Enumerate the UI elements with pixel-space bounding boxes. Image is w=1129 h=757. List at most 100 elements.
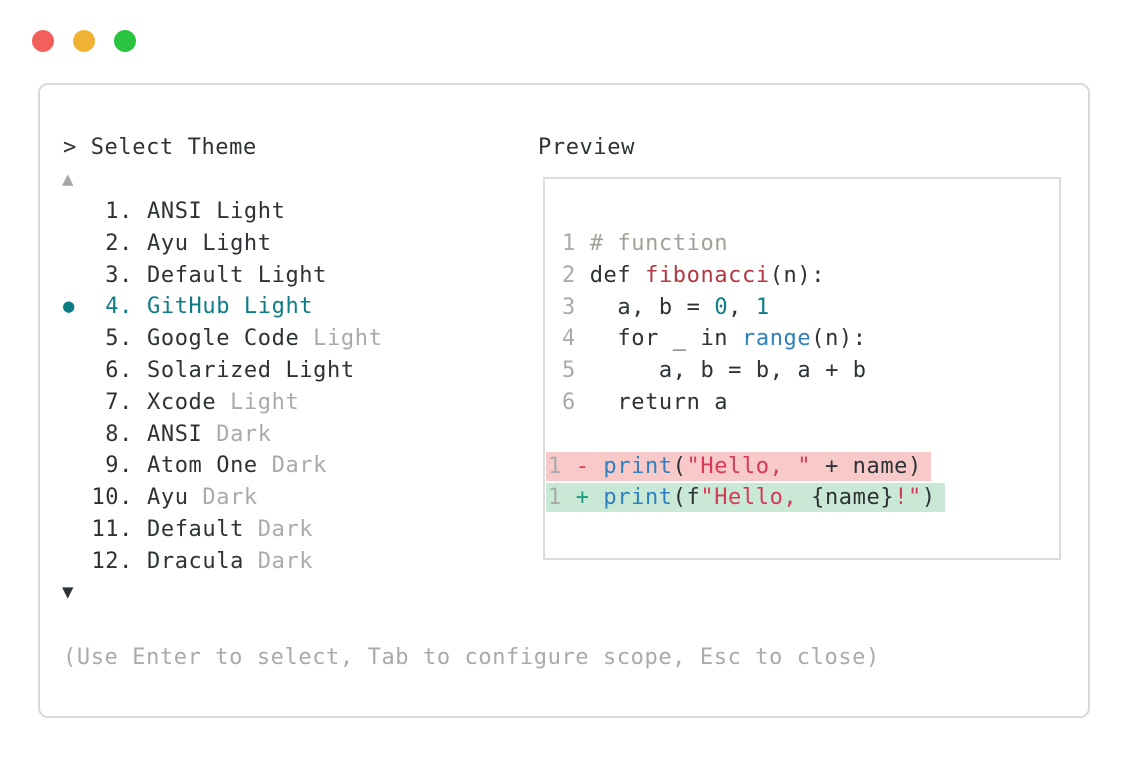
scroll-down-icon[interactable]: ▼ <box>62 581 75 603</box>
code-token-lnum: 1 <box>548 453 576 479</box>
code-token-fg: + name) <box>811 453 922 479</box>
theme-item-label: Solarized Light <box>147 357 355 383</box>
code-token-fg: ( <box>672 453 687 479</box>
code-token-num: 1 <box>755 294 770 320</box>
code-token-str: !" <box>894 485 922 511</box>
marker-spacer <box>63 387 91 419</box>
diff-highlight: 1 - print("Hello, " + name) <box>546 451 931 481</box>
theme-list-item[interactable]: 8. ANSI Dark <box>63 419 382 451</box>
theme-item-number: 5. <box>105 326 133 352</box>
theme-item-number: 7. <box>105 389 133 415</box>
theme-item-label: Xcode Light <box>147 389 300 415</box>
theme-list-item[interactable]: 2. Ayu Light <box>63 228 382 260</box>
theme-item-number: 6. <box>105 357 133 383</box>
code-token-lnum: 4 <box>562 326 590 352</box>
theme-item-number: 10. <box>91 485 133 511</box>
close-button[interactable] <box>32 30 54 52</box>
code-line: 5 a, b = b, a + b <box>562 355 1059 387</box>
code-token-num: 0 <box>714 294 729 320</box>
maximize-button[interactable] <box>114 30 136 52</box>
code-token-fg: ) <box>921 485 936 511</box>
theme-list-item[interactable]: 3. Default Light <box>63 260 382 292</box>
code-line: 6 return a <box>562 387 1059 419</box>
code-token-fg: a, b = <box>589 294 715 320</box>
code-token-func: fibonacci <box>645 262 770 288</box>
code-token-lnum: 1 <box>562 231 590 256</box>
theme-item-variant: Light <box>313 326 383 352</box>
theme-item-label: Dracula Dark <box>147 548 314 574</box>
theme-list-item[interactable]: 12. Dracula Dark <box>63 546 382 578</box>
marker-spacer <box>63 260 91 292</box>
code-token-str: "Hello, " <box>686 453 812 479</box>
marker-spacer <box>63 196 91 228</box>
code-token-blue: print <box>603 485 673 511</box>
marker-spacer <box>63 228 91 260</box>
selected-marker-icon: ● <box>63 295 76 318</box>
theme-item-number: 11. <box>91 516 133 542</box>
marker-spacer <box>63 355 91 387</box>
theme-item-label: ANSI Dark <box>147 421 272 447</box>
marker-spacer <box>63 482 91 514</box>
code-token-lnum: 3 <box>562 294 590 320</box>
theme-item-variant: Dark <box>271 453 327 479</box>
code-token-comment: # function <box>589 231 729 256</box>
minimize-button[interactable] <box>73 30 95 52</box>
theme-item-variant: Dark <box>202 485 258 511</box>
code-token-fg: (n): <box>769 262 826 288</box>
scroll-up-icon[interactable]: ▲ <box>62 168 75 190</box>
theme-list-item[interactable]: 6. Solarized Light <box>63 355 382 387</box>
theme-item-label: Google Code Light <box>147 326 383 352</box>
code-line <box>562 419 1059 451</box>
theme-item-label: Ayu Light <box>147 230 272 256</box>
marker-spacer <box>63 323 91 355</box>
theme-item-variant: Dark <box>257 548 314 574</box>
theme-item-label: Ayu Dark <box>147 485 258 511</box>
window-controls <box>32 30 136 52</box>
code-token-lnum: 1 <box>548 485 576 511</box>
theme-item-number: 2. <box>105 230 133 256</box>
diff-added-line: 1 + print(f"Hello, {name}!") <box>546 482 1059 514</box>
theme-list-item[interactable]: 5. Google Code Light <box>63 323 382 355</box>
code-token-fg: def <box>589 262 646 288</box>
theme-list-item[interactable]: 1.ANSI Light <box>63 196 382 228</box>
code-line: 1 # function <box>562 228 1059 260</box>
theme-list-item[interactable]: 9.Atom One Dark <box>63 450 382 482</box>
marker-spacer <box>63 514 91 546</box>
marker-spacer <box>63 450 91 482</box>
code-line: 4 for _ in range(n): <box>562 323 1059 355</box>
theme-item-number: 8. <box>105 421 133 447</box>
code-token-fg: (n): <box>811 326 867 352</box>
theme-list-item[interactable]: 11.Default Dark <box>63 514 382 546</box>
theme-item-number: 12. <box>91 548 133 574</box>
theme-item-number: 9. <box>105 453 133 479</box>
code-line: 2 def fibonacci(n): <box>562 260 1059 292</box>
theme-list-item[interactable]: 10. Ayu Dark <box>63 482 382 514</box>
code-token-blue: range <box>742 326 812 352</box>
code-token-fg: return a <box>589 389 729 415</box>
code-line: 3 a, b = 0, 1 <box>562 292 1059 324</box>
code-token-lnum: 5 <box>562 358 590 384</box>
code-token-minus: - <box>575 453 604 479</box>
code-token-plus: + <box>575 485 604 511</box>
keyboard-hints: (Use Enter to select, Tab to configure s… <box>63 645 880 670</box>
theme-item-number: 3. <box>105 262 133 288</box>
code-token-fg: , <box>728 294 756 320</box>
code-token-fg: {name} <box>811 485 895 511</box>
code-token-lnum: 6 <box>562 389 590 415</box>
code-token-blue: print <box>603 453 673 479</box>
theme-list-item[interactable]: ●4.GitHub Light <box>63 291 382 323</box>
diff-removed-line: 1 - print("Hello, " + name) <box>546 451 1059 483</box>
theme-item-label: GitHub Light <box>147 294 314 320</box>
code-token-fg: a, b = b, a + b <box>589 358 867 384</box>
theme-item-variant: Dark <box>216 421 272 447</box>
theme-item-variant: Light <box>230 389 300 415</box>
theme-list-item[interactable]: 7. Xcode Light <box>63 387 382 419</box>
picker-prompt: > Select Theme <box>63 135 257 160</box>
preview-title: Preview <box>538 135 635 160</box>
theme-item-label: ANSI Light <box>147 199 286 224</box>
code-token-fg: for _ in <box>589 326 742 352</box>
theme-item-label: Default Light <box>147 262 327 288</box>
